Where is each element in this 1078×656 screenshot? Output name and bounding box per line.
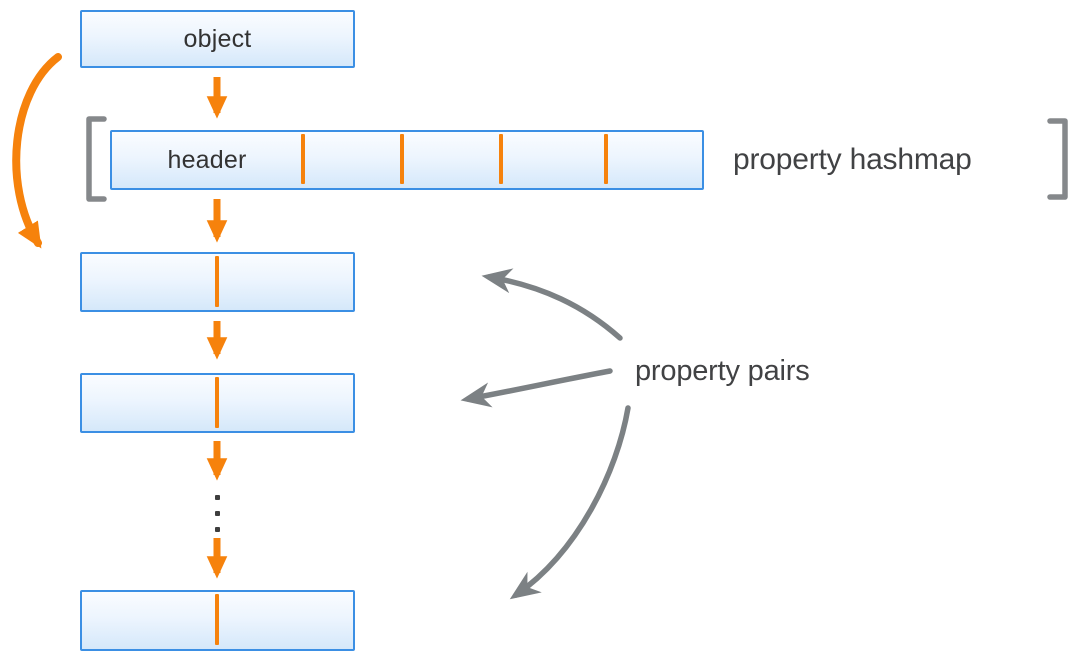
pairs-pointer-arrow-icon bbox=[509, 405, 631, 600]
pair-divider bbox=[215, 377, 219, 428]
pair-divider bbox=[215, 594, 219, 645]
hashmap-slot-divider bbox=[301, 134, 305, 184]
hashmap-slot-divider bbox=[400, 134, 404, 184]
object-to-pairs-arrow-icon bbox=[12, 53, 62, 249]
object-box bbox=[80, 10, 355, 68]
object-box-label: object bbox=[183, 24, 252, 53]
vertical-ellipsis-dot bbox=[215, 495, 220, 500]
vertical-ellipsis-dot bbox=[215, 527, 220, 532]
pair-divider bbox=[215, 256, 219, 307]
hashmap-caption: property hashmap bbox=[733, 143, 972, 176]
pairs-pointer-arrow-icon bbox=[481, 268, 623, 341]
right-bracket-icon bbox=[1047, 118, 1068, 200]
pairs-caption: property pairs bbox=[635, 355, 810, 387]
left-bracket-icon bbox=[86, 116, 107, 202]
vertical-ellipsis-dot bbox=[215, 511, 220, 516]
pairs-pointer-arrow-icon bbox=[460, 368, 613, 408]
hashmap-slot-divider bbox=[604, 134, 608, 184]
hashmap-header-label: header bbox=[167, 145, 247, 174]
hashmap-slot-divider bbox=[499, 134, 503, 184]
